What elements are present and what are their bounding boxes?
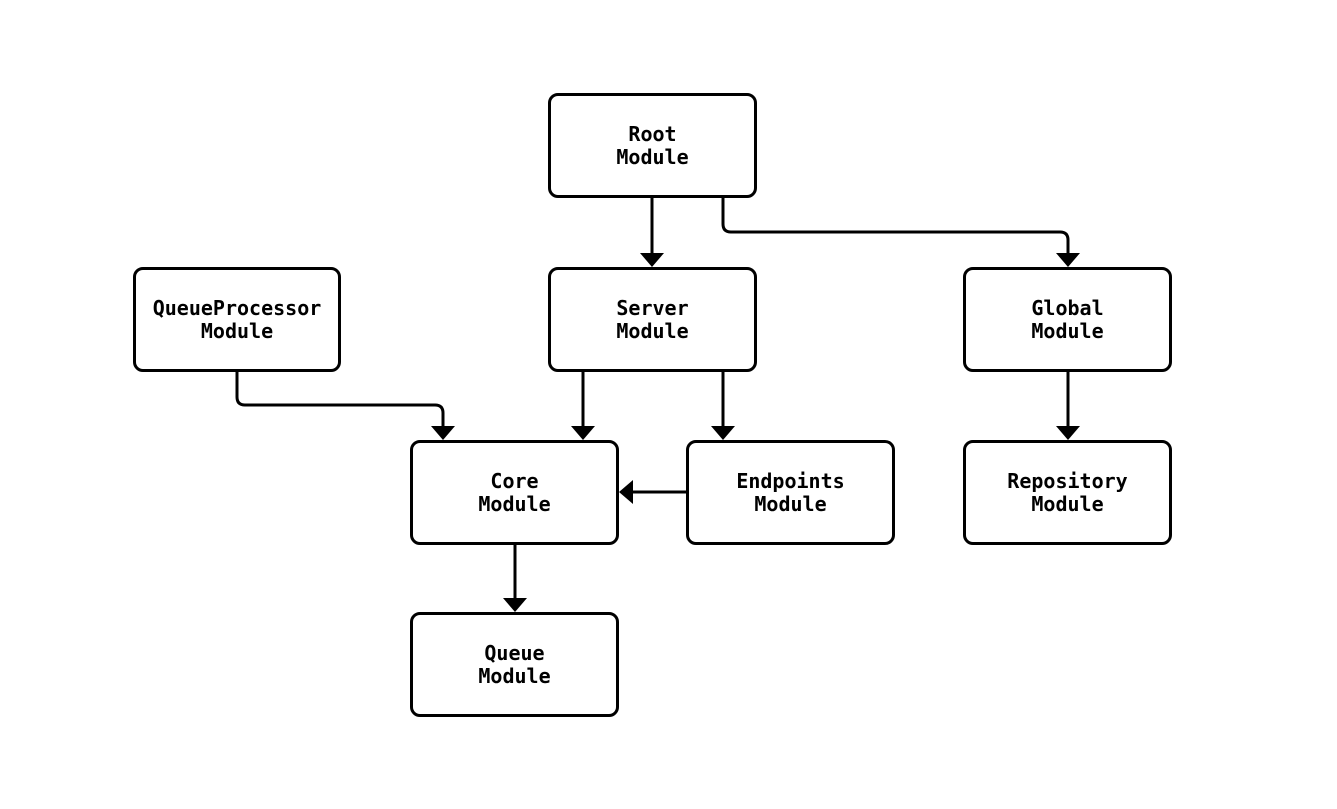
node-global-label-line: Global [1031, 295, 1104, 320]
edge-root-global [721, 198, 1070, 253]
node-server-label-line: Module [616, 318, 689, 343]
node-core-label-line: Core [490, 468, 539, 493]
arrowhead-root-server [640, 253, 664, 267]
node-endpoints-label-line: Module [754, 491, 827, 516]
node-root-label-line: Root [628, 121, 677, 146]
node-global-label-line: Module [1031, 318, 1104, 343]
node-queue-label-line: Module [478, 663, 551, 688]
arrowhead-root-global [1056, 253, 1080, 267]
node-queue-label-line: Queue [484, 640, 545, 665]
arrowhead-queueprocessor-core [431, 426, 455, 440]
node-repository-label-line: Module [1031, 491, 1104, 516]
node-core-label-line: Module [478, 491, 551, 516]
node-queueprocessor-label-line: Module [200, 318, 274, 343]
edge-queueprocessor-core [235, 372, 445, 426]
arrowhead-server-core [571, 426, 595, 440]
node-root-label-line: Module [616, 144, 689, 169]
arrowhead-server-endpoints [711, 426, 735, 440]
node-server-label-line: Server [616, 295, 689, 320]
node-endpoints-label-line: Endpoints [736, 468, 845, 493]
arrowhead-endpoints-core [619, 480, 633, 504]
arrowhead-core-queue [503, 598, 527, 612]
arrowhead-global-repository [1056, 426, 1080, 440]
node-repository-label-line: Repository [1007, 468, 1128, 493]
node-queueprocessor-label-line: QueueProcessor [152, 295, 322, 320]
